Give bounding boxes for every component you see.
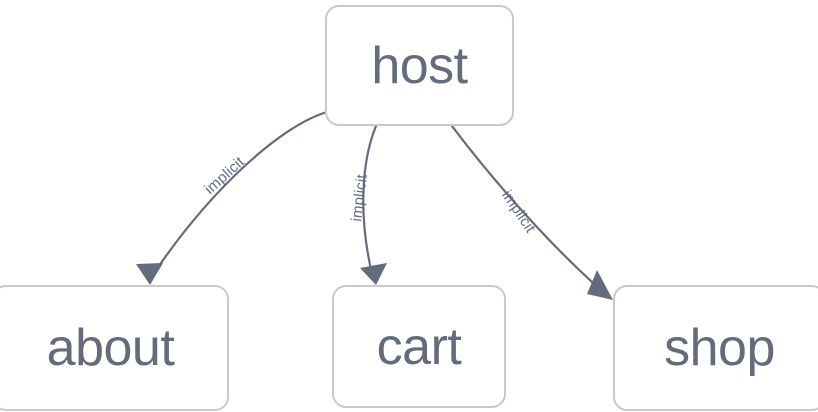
edge-host-about-path: [150, 110, 329, 278]
node-host[interactable]: host: [325, 5, 514, 126]
edge-host-cart-label: implicit: [348, 173, 371, 223]
node-shop[interactable]: shop: [613, 285, 818, 411]
edge-host-about-label: implicit: [201, 153, 248, 198]
edge-host-cart-path: [362, 124, 378, 276]
edge-host-shop[interactable]: implicit: [450, 124, 613, 300]
node-cart[interactable]: cart: [332, 285, 506, 408]
node-about[interactable]: about: [0, 285, 229, 411]
edge-host-shop-arrowhead: [587, 270, 613, 300]
edge-host-cart[interactable]: implicit: [348, 124, 387, 285]
edge-host-about[interactable]: implicit: [136, 110, 329, 285]
node-about-label: about: [46, 319, 175, 377]
edge-host-cart-arrowhead: [360, 263, 387, 285]
edge-host-shop-path: [450, 124, 604, 293]
node-shop-label: shop: [664, 319, 775, 377]
node-cart-label: cart: [376, 317, 462, 376]
node-host-label: host: [371, 36, 468, 95]
edge-host-about-arrowhead: [136, 263, 163, 285]
edge-host-shop-label: implicit: [498, 187, 539, 236]
